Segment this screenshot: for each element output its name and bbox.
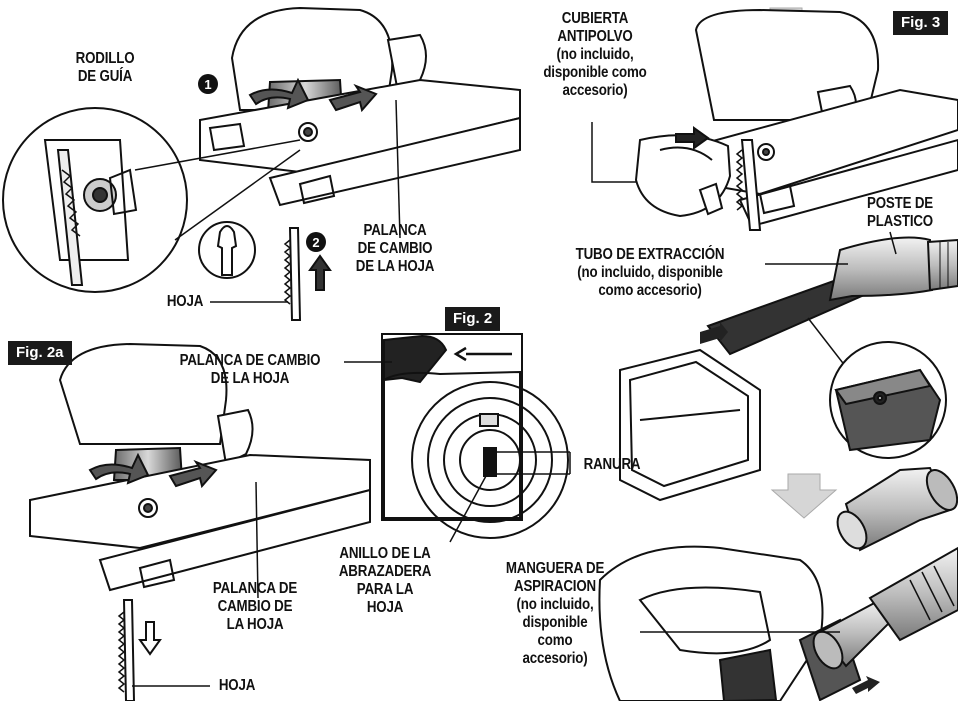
svg-text:2: 2: [312, 235, 319, 250]
jigsaw-fig2a: [29, 342, 371, 701]
leader-lines-top-left: [210, 99, 401, 303]
leader-lines-fig2: [344, 361, 571, 543]
label-rodillo-de-guia: RODILLO DE GUÍA: [75, 50, 135, 85]
leader-lines-fig3: [591, 122, 636, 183]
label-manguera-de-aspiracion: MANGUERA DE ASPIRACION (no incluido, dis…: [505, 560, 605, 667]
fig-2a-tag: Fig. 2a: [8, 341, 72, 365]
label-hoja-2a: HOJA: [218, 677, 256, 694]
fig-2-tag: Fig. 2: [445, 307, 501, 331]
guide-roller-detail: [2, 107, 301, 293]
blade-shank-detail: [198, 221, 256, 279]
hose-adapter: [836, 466, 958, 552]
down-arrow-bottom: [770, 473, 838, 519]
step-marker-1: 1: [198, 74, 218, 94]
label-palanca-cambio-hoja-fig2: PALANCA DE CAMBIO DE LA HOJA: [179, 352, 321, 387]
label-hoja-top: HOJA: [166, 293, 204, 310]
base-plate-fig3: [619, 348, 761, 502]
plastic-post-detail: [829, 341, 947, 459]
fig-3-tag: Fig. 3: [893, 11, 949, 35]
label-cubierta-antipolvo: CUBIERTA ANTIPOLVO (no incluido, disponi…: [543, 10, 647, 99]
label-tubo-de-extraccion: TUBO DE EXTRACCIÓN (no incluido, disponi…: [575, 246, 725, 299]
fig2-panel: [381, 333, 569, 539]
svg-text:1: 1: [204, 77, 211, 92]
label-palanca-cambio-hoja-top: PALANCA DE CAMBIO DE LA HOJA: [355, 222, 435, 275]
label-ranura: RANURA: [583, 456, 641, 473]
jigsaw-top-left: [199, 6, 521, 207]
leader-lines-fig2a: [132, 481, 259, 687]
blade-top: [283, 227, 332, 321]
vacuum-hose: [812, 546, 958, 694]
label-poste-de-plastico: POSTE DE PLASTICO: [866, 195, 934, 230]
extraction-tube: [700, 236, 958, 356]
jigsaw-with-hose: [598, 545, 862, 701]
label-palanca-cambio-hoja-2a: PALANCA DE CAMBIO DE LA HOJA: [212, 580, 298, 633]
label-anillo-abrazadera: ANILLO DE LA ABRAZADERA PARA LA HOJA: [338, 545, 432, 616]
step-marker-2: 2: [306, 232, 326, 252]
jigsaw-fig3: [634, 8, 958, 231]
